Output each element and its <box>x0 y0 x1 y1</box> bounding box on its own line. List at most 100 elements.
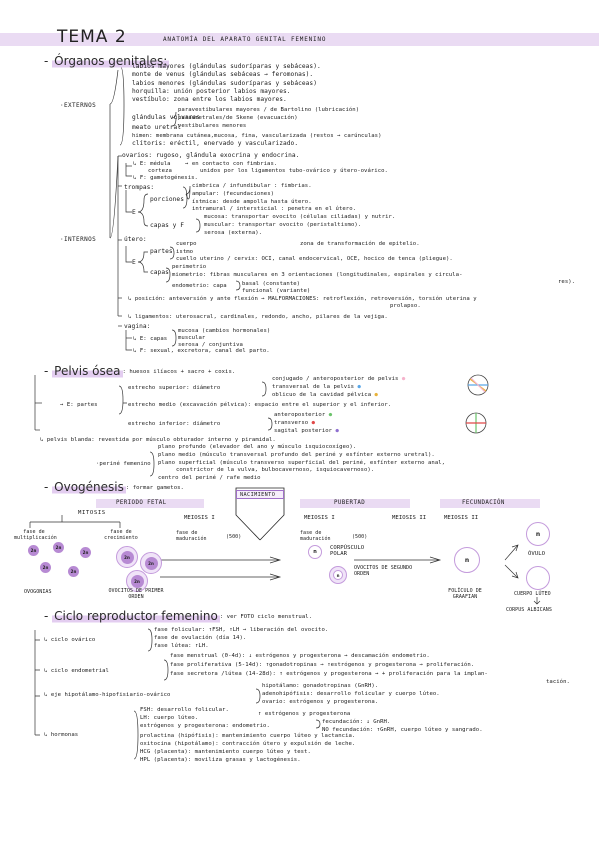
header-subtitle: ANATOMÍA DEL APARATO GENITAL FEMENINO <box>163 36 327 43</box>
pelvis-sup-2-text: transversal de la pelvis <box>272 384 355 390</box>
hormona-7: HPL (placenta): moviliza grasas y lactog… <box>140 757 301 763</box>
periodo-fetal-label: PERIODO FETAL <box>116 500 167 506</box>
vagina-f: ↳ F: sexual, excretora, canal del parto. <box>133 348 270 354</box>
perine-label: ·periné femenino <box>96 461 151 467</box>
utero-capas: capas <box>150 269 169 276</box>
bar-pubertad <box>300 499 410 508</box>
corpusculo-polar-cell: n <box>308 545 322 559</box>
endometrial-3: fase secretora /lútea (14-28d): ↑ estróg… <box>170 671 488 677</box>
ovocito1-cell-2: 2n <box>140 552 162 574</box>
vagina-e: ↳ E: capas <box>133 336 168 342</box>
internos-label: ·INTERNOS <box>60 236 97 243</box>
foliculo-label: FOLÍCULO DE GRAAFIAN <box>448 588 482 600</box>
ovario-f-text: F: gametogénesis. <box>139 175 198 181</box>
ovarico-3: fase lútea: ↑LH. <box>154 643 209 649</box>
trompas-line: trompas: <box>124 184 155 191</box>
ovocito2-nucleus: n <box>333 570 343 580</box>
ext-item-8: meato uretral <box>132 124 182 131</box>
ciclo-eje-text: eje hipotálamo-hipofisiario-ovárico <box>50 692 171 698</box>
perine-1: plano profundo (elevador del ano y múscu… <box>158 444 357 450</box>
utero-miometrio: miometrio: fibras musculares en 3 orient… <box>172 272 463 278</box>
utero-posicion: ↳ posición: anteversión y ante flexión →… <box>128 296 477 302</box>
bar-nacimiento <box>236 490 284 499</box>
ciclo-ovarico: ↳ ciclo ovárico <box>44 637 96 643</box>
vagina-capa-2: muscular <box>178 335 206 341</box>
pelvis-inf-2: transverso ● <box>274 419 315 427</box>
corpus-albicans-label: CORPUS ALBICANS <box>506 607 552 613</box>
trompas-porciones: porciones <box>150 196 184 203</box>
ovogonia-cell-1: 2n <box>28 545 39 556</box>
ovo-heading: - Ovogénesis: formar gametos. <box>44 480 184 494</box>
ext-bartolino: paravestibulares mayores / de Bartolino … <box>178 107 360 113</box>
fase-maduracion-a: fase de maduración <box>176 530 207 542</box>
dot-blue-icon: ● <box>357 384 361 390</box>
ovarios-line: ovarios: rugoso, glándula exocrina y end… <box>122 152 300 159</box>
pelvis-title: Pelvis ósea <box>52 364 123 378</box>
internos-text: INTERNOS <box>64 236 97 243</box>
ovocitos1-label: OVOCITOS DE PRIMER ORDEN <box>108 588 164 600</box>
n500-a: (500) <box>226 534 242 540</box>
ext-item-7: vestibulares menores <box>178 123 247 129</box>
vagina-capa-3: serosa / conjuntiva <box>178 342 243 348</box>
dot-yellow-icon: ● <box>374 392 378 398</box>
fase-maduracion-b: fase de maduración <box>300 530 331 542</box>
trompa-porcion-4: intramural / intersticial : penetra en e… <box>192 206 357 212</box>
ciclo-eje: ↳ eje hipotálamo-hipofisiario-ovárico <box>44 692 171 698</box>
ovogonia-cell-3: 2n <box>80 547 91 558</box>
trompa-porcion-2: ampular: (fecundaciones) <box>192 191 275 197</box>
ext-glandulas: glándulas vulvares <box>132 114 200 121</box>
vagina-e-text: E: capas <box>139 336 168 342</box>
eje-1: hipotálamo: gonadotropinas (GnRH). <box>262 683 379 689</box>
endometrial-1: fase menstrual (0-4d): ↓ estrógenos y pr… <box>170 653 430 659</box>
pelvis-medio: estrecho medio (excavación pélvica): esp… <box>128 402 392 408</box>
ovario-corteza: corteza <box>148 168 172 174</box>
trompa-capa-3: serosa (externa). <box>204 230 263 236</box>
endometrial-4: tación. <box>546 679 570 685</box>
ovo-title: Ovogénesis <box>52 480 126 494</box>
bar-periodo-fetal <box>96 499 204 508</box>
nacimiento-label: NACIMIENTO <box>240 492 276 498</box>
ovo-desc: : formar gametos. <box>125 485 184 491</box>
vagina-f-text: F: sexual, excretora, canal del parto. <box>139 348 270 354</box>
utero-line: útero: <box>124 236 147 243</box>
eje-2: adenohipófisis: desarrollo folicular y c… <box>262 691 440 697</box>
ovario-medula-text: E: médula <box>139 161 171 167</box>
dot-red-icon: ● <box>311 420 316 426</box>
fecundacion-label: FECUNDACIÓN <box>462 500 505 506</box>
pelvis-superior: estrecho superior: diámetro <box>128 385 221 391</box>
ovogonia-cell-5: 2n <box>68 566 79 577</box>
dot-purple-icon: ● <box>335 428 339 434</box>
hormona-5: oxitocina (hipotálamo): contracción úter… <box>140 741 356 747</box>
ep-sub-3: NO fecundación: ↑GnRH, cuerpo lúteo y sa… <box>322 727 483 733</box>
utero-perimetrio: perimetrio <box>172 264 207 270</box>
ovocito1-cell-3: 2n <box>126 570 148 592</box>
pelvis-sup-1-text: conjugado / anteroposterior de pelvis <box>272 376 399 382</box>
ovarico-2: fase de ovulación (día 14). <box>154 635 247 641</box>
ciclo-title: Ciclo reproductor femenino <box>52 609 220 623</box>
ovocito1-nucleus-2: 2n <box>144 556 158 570</box>
pelvis-blanda: ↳ pelvis blanda: revestida por músculo o… <box>40 437 276 443</box>
header-band <box>0 33 599 46</box>
utero-ligamentos-text: ligamentos: uterosacral, cardinales, red… <box>134 314 388 320</box>
ovocito1-cell-1: 2n <box>116 546 138 568</box>
ovocito2-cell: n <box>329 566 347 584</box>
utero-miometrio-cont: res). <box>558 279 576 285</box>
endometrio-basal: basal (constante) <box>242 281 301 287</box>
trompa-porcion-3: ístmica: desde ampolla hasta útero. <box>192 199 312 205</box>
externos-text: EXTERNOS <box>64 102 97 109</box>
hormona-1: FSH: desarrollo folicular. <box>140 707 229 713</box>
ciclo-hormonas-text: hormonas <box>50 732 79 738</box>
utero-zona: zona de transformación de epitelio. <box>300 241 420 247</box>
utero-endometrio: endometrio: capa <box>172 283 227 289</box>
meiosis1-b: MEIOSIS I <box>304 515 335 521</box>
utero-posicion-text: posición: anteversión y ante flexión → M… <box>134 296 477 302</box>
ovogonia-cell-4: 2n <box>40 562 51 573</box>
pelvis-e-partes-text: E: partes <box>66 402 98 408</box>
endometrio-funcional: funcional (variante) <box>242 288 311 294</box>
perine-4: constrictor de la vulva, bulbocavernoso,… <box>176 467 375 473</box>
perine-3: plano superficial (músculo transverso su… <box>158 460 446 466</box>
ovogonia-cell-2: 2n <box>53 542 64 553</box>
ext-item-5: vestíbulo: zona entre los labios mayores… <box>132 96 287 103</box>
trompa-porcion-1: cimbrica / infundibular : fimbrias. <box>192 183 312 189</box>
